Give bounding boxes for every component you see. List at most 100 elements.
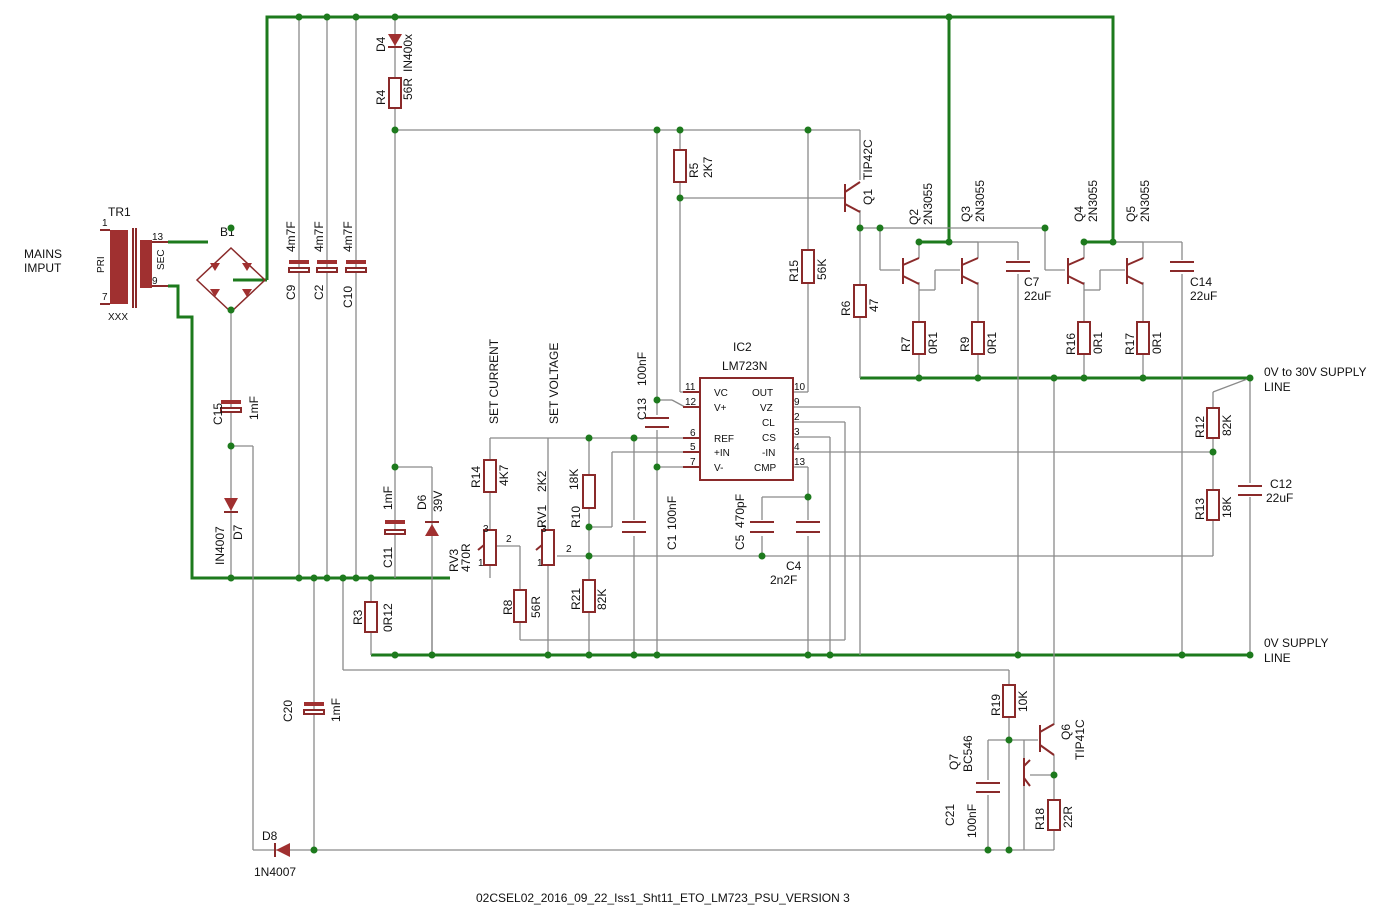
mains-label-2: IMPUT (24, 261, 62, 275)
svg-text:2N3055: 2N3055 (921, 183, 935, 225)
svg-text:RV3: RV3 (447, 549, 461, 572)
svg-text:C1: C1 (665, 534, 679, 550)
svg-text:C9: C9 (284, 284, 298, 300)
svg-text:7: 7 (690, 457, 696, 468)
svg-text:PRI: PRI (96, 256, 107, 273)
svg-text:56R: 56R (401, 78, 415, 100)
svg-text:TIP42C: TIP42C (861, 139, 875, 180)
svg-text:C12: C12 (1270, 477, 1292, 491)
svg-text:R10: R10 (569, 506, 583, 528)
zener-d6: D6 39V (415, 491, 445, 536)
svg-text:V-: V- (714, 463, 723, 474)
svg-text:Q2: Q2 (907, 209, 921, 225)
capacitor-c7: C7 22uF (1006, 261, 1051, 303)
svg-text:D6: D6 (415, 494, 429, 510)
svg-text:4m7F: 4m7F (341, 221, 355, 252)
svg-text:D7: D7 (231, 524, 245, 540)
svg-text:C13: C13 (635, 398, 649, 420)
svg-text:82K: 82K (595, 589, 609, 610)
capacitor-c1-label: C1 100nF (665, 496, 679, 550)
svg-text:4m7F: 4m7F (312, 221, 326, 252)
svg-text:R7: R7 (899, 336, 913, 352)
capacitor-c12: C12 22uF (1238, 477, 1293, 505)
svg-text:R15: R15 (787, 260, 801, 282)
svg-text:470pF: 470pF (733, 494, 747, 528)
svg-text:SEC: SEC (156, 249, 167, 270)
transistor-q1: Q1 TIP42C (844, 139, 875, 213)
supply-line-label-1: 0V to 30V SUPPLY (1264, 365, 1367, 379)
svg-text:+IN: +IN (714, 448, 730, 459)
svg-text:9: 9 (152, 276, 158, 287)
set-voltage-label: SET VOLTAGE (547, 343, 561, 424)
svg-text:0R1: 0R1 (1091, 332, 1105, 354)
svg-text:100nF: 100nF (635, 352, 649, 386)
svg-text:TIP41C: TIP41C (1073, 719, 1087, 760)
svg-text:VC: VC (714, 388, 728, 399)
bulk-capacitors: C9 4m7F C2 4m7F C10 4m7F (284, 221, 367, 308)
svg-text:IN400x: IN400x (401, 34, 415, 72)
svg-text:11: 11 (685, 382, 696, 393)
svg-text:CL: CL (762, 418, 775, 429)
svg-text:10K: 10K (1016, 691, 1030, 712)
signal-wires (230, 17, 1251, 851)
svg-text:C5: C5 (733, 534, 747, 550)
zero-line-label-2: LINE (1264, 651, 1291, 665)
svg-text:4m7F: 4m7F (284, 221, 298, 252)
svg-text:R18: R18 (1033, 808, 1047, 830)
svg-text:R5: R5 (687, 162, 701, 178)
svg-text:100nF: 100nF (665, 496, 679, 530)
svg-text:VZ: VZ (760, 403, 773, 414)
svg-text:C2: C2 (312, 284, 326, 300)
svg-text:39V: 39V (431, 491, 445, 512)
svg-text:C15: C15 (211, 403, 225, 425)
mains-label-1: MAINS (24, 247, 62, 261)
svg-text:C4: C4 (786, 559, 802, 573)
sheet-title: 02CSEL02_2016_09_22_Iss1_Sht11_ETO_LM723… (476, 891, 850, 905)
svg-text:R4: R4 (374, 89, 388, 105)
svg-text:9: 9 (794, 397, 800, 408)
svg-text:1mF: 1mF (381, 486, 395, 510)
transistor-q2: Q2 2N3055 (902, 183, 935, 285)
capacitor-c5: C5 470pF (733, 494, 774, 550)
svg-text:1mF: 1mF (329, 698, 343, 722)
resistor-r17: R17 0R1 (1123, 321, 1164, 355)
svg-text:2N3055: 2N3055 (1138, 180, 1152, 222)
svg-text:3: 3 (541, 524, 547, 535)
svg-text:1: 1 (478, 558, 484, 569)
resistor-r13: R13 18K (1193, 489, 1234, 521)
capacitor-c21: C21 100nF (943, 782, 1000, 838)
svg-text:4: 4 (794, 442, 800, 453)
svg-text:Q5: Q5 (1124, 206, 1138, 222)
svg-text:22uF: 22uF (1190, 289, 1217, 303)
svg-text:1mF: 1mF (247, 396, 261, 420)
zero-line-label-1: 0V SUPPLY (1264, 636, 1328, 650)
svg-text:C14: C14 (1190, 275, 1212, 289)
supply-line-label-2: LINE (1264, 380, 1291, 394)
diode-d4: D4 IN400x (374, 34, 415, 72)
svg-text:12: 12 (685, 397, 697, 408)
transistor-q4: Q4 2N3055 (1067, 180, 1100, 285)
transformer-tr1: TR1 1 7 13 9 PRI SEC XXX (96, 205, 168, 323)
resistor-r5: R5 2K7 (673, 149, 715, 183)
svg-text:5: 5 (690, 442, 696, 453)
junction-dots (227, 13, 1254, 854)
svg-text:R13: R13 (1193, 498, 1207, 520)
transistor-q3: Q3 2N3055 (959, 180, 987, 285)
svg-text:-IN: -IN (762, 448, 775, 459)
svg-text:R17: R17 (1123, 333, 1137, 355)
svg-text:R21: R21 (569, 588, 583, 610)
svg-text:Q4: Q4 (1072, 206, 1086, 222)
set-current-label: SET CURRENT (487, 338, 501, 424)
capacitor-c11: C11 1mF (381, 486, 406, 568)
diode-d8: D8 1N4007 (254, 829, 296, 879)
svg-text:18K: 18K (567, 469, 581, 490)
svg-text:R8: R8 (501, 599, 515, 615)
svg-text:2K7: 2K7 (701, 156, 715, 178)
svg-text:V+: V+ (714, 403, 727, 414)
svg-text:1N4007: 1N4007 (254, 865, 296, 879)
svg-text:22R: 22R (1061, 806, 1075, 828)
svg-text:2: 2 (794, 412, 800, 423)
svg-text:56R: 56R (529, 596, 543, 618)
svg-text:3: 3 (483, 524, 489, 535)
capacitor-cref (622, 521, 646, 533)
